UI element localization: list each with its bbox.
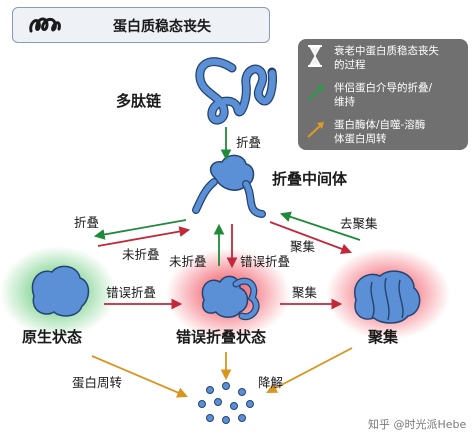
label-disaggregate: 去聚集 [340, 216, 378, 231]
orange-arrow-icon [307, 122, 324, 138]
page-title: 蛋白质稳态丧失 [113, 19, 211, 35]
legend-aging-line1: 衰老中蛋白质稳态丧失 [334, 45, 439, 57]
title-box: 蛋白质稳态丧失 [12, 7, 270, 43]
aggregate-degradation-arrow [266, 347, 353, 394]
label-unfold-center: 未折叠 [169, 254, 207, 269]
label-misfolded-state: 错误折叠状态 [176, 328, 267, 346]
label-polypeptide: 多肽链 [116, 92, 162, 110]
label-degradation: 降解 [258, 375, 284, 390]
legend-panel: 衰老中蛋白质稳态丧失 的过程 伴侣蛋白介导的折叠/ 维持 蛋白酶体/自噬-溶酶 … [298, 39, 468, 150]
fold-to-native-arrow [93, 219, 187, 240]
legend-chaperone-line1: 伴侣蛋白介导的折叠/ [334, 82, 433, 94]
polypeptide-chain [195, 57, 277, 125]
aggregate-arrow [269, 221, 353, 255]
polypeptide-chain-icon [29, 17, 61, 33]
label-aggregate-right: 聚集 [290, 239, 316, 254]
native-protein [31, 265, 90, 317]
legend-degradation-line2: 体蛋白周转 [334, 133, 387, 145]
disaggregate-arrow [279, 211, 361, 241]
unfold-to-intermediate-arrow [97, 226, 191, 247]
green-arrow-icon [307, 85, 324, 101]
label-intermediate: 折叠中间体 [272, 170, 348, 188]
label-misfold-horizontal: 错误折叠 [106, 285, 157, 300]
label-misfold-center: 错误折叠 [240, 254, 291, 269]
degraded-peptides [198, 382, 254, 424]
label-turnover: 蛋白周转 [72, 375, 123, 390]
label-fold-down: 折叠 [236, 135, 262, 150]
label-aggregate-state: 聚集 [368, 328, 399, 346]
legend-aging-line2: 的过程 [334, 59, 366, 71]
hourglass-icon [308, 45, 322, 67]
label-unfold-left: 未折叠 [122, 247, 160, 262]
legend-degradation-line1: 蛋白酶体/自噬-溶酶 [334, 119, 426, 131]
label-aggregate-horizontal: 聚集 [292, 285, 318, 300]
aggregate-protein [353, 270, 421, 324]
misfolded-protein [201, 275, 260, 321]
folding-intermediate [192, 154, 266, 218]
label-fold-left: 折叠 [74, 215, 100, 230]
watermark: 知乎 @时光派Hebe [368, 418, 467, 431]
turnover-arrow [91, 355, 188, 398]
label-native-state: 原生状态 [22, 328, 83, 346]
legend-chaperone-line2: 维持 [334, 96, 355, 108]
